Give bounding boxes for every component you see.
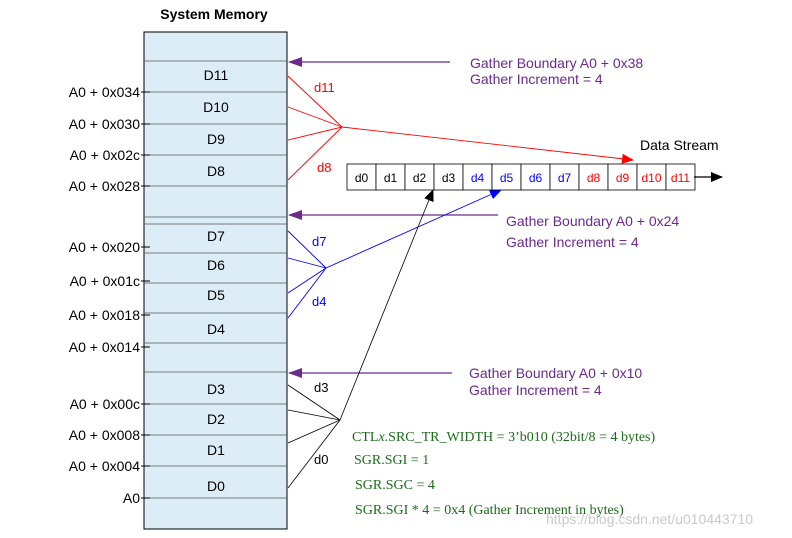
memory-cell-d0: D0: [207, 478, 225, 494]
address-label: A0 + 0x004: [69, 458, 140, 474]
address-label: A0 + 0x01c: [70, 273, 140, 289]
stream-cell-label: d6: [529, 171, 543, 185]
address-label: A0 + 0x02c: [70, 147, 140, 163]
gather-increment-label: Gather Increment = 4: [470, 71, 603, 87]
address-labels: A0 + 0x034 A0 + 0x030 A0 + 0x02c A0 + 0x028…: [69, 84, 150, 506]
data-stream-label: Data Stream: [640, 137, 719, 153]
gather-increment-label: Gather Increment = 4: [506, 234, 639, 250]
memory-cell-d4: D4: [207, 321, 225, 337]
gather-boundary-label: Gather Boundary A0 + 0x38: [470, 55, 643, 71]
register-notes: CTLx.SRC_TR_WIDTH = 3’b010 (32bit/8 = 4 …: [352, 430, 656, 518]
note-sgi: SGR.SGI = 1: [354, 453, 429, 468]
memory-cell-d7: D7: [207, 228, 225, 244]
gather-boundary-label: Gather Boundary A0 + 0x24: [506, 213, 679, 229]
address-label: A0: [123, 490, 140, 506]
memory-cell-d5: D5: [207, 287, 225, 303]
data-stream: d0 d1 d2 d3 d4 d5 d6 d7 d8 d9 d10 d11: [346, 163, 696, 191]
gather-boundary-1: Gather Boundary A0 + 0x38 Gather Increme…: [288, 55, 643, 87]
stream-cell-d10: [636, 163, 667, 191]
gather-increment-label: Gather Increment = 4: [469, 382, 602, 398]
memory-cell-d8: D8: [207, 163, 225, 179]
note-gather-increment: SGR.SGI * 4 = 0x4 (Gather Increment in b…: [355, 503, 624, 518]
watermark: https://blog.csdn.net/u010443710: [546, 511, 753, 527]
blue-gather-fan: [287, 189, 502, 319]
stream-cell-label: d7: [558, 171, 572, 185]
stream-cell-label: d0: [355, 171, 369, 185]
stream-cell-d6: [520, 163, 551, 191]
stream-cell-d0: [346, 163, 377, 191]
fan-label-d8: d8: [317, 160, 331, 175]
stream-cell-label: d10: [641, 171, 661, 185]
black-gather-fan: [287, 189, 434, 489]
gather-boundary-label: Gather Boundary A0 + 0x10: [469, 365, 642, 381]
memory-cell-d6: D6: [207, 257, 225, 273]
stream-cell-label: d1: [384, 171, 398, 185]
fan-label-d4: d4: [312, 294, 326, 309]
stream-cell-d11: [665, 163, 696, 191]
memory-cell-d2: D2: [207, 411, 225, 427]
address-label: A0 + 0x020: [69, 239, 140, 255]
fan-label-d3: d3: [314, 380, 328, 395]
memory-title: System Memory: [160, 6, 268, 22]
stream-cell-d9: [607, 163, 638, 191]
address-label: A0 + 0x028: [69, 178, 140, 194]
memory-cell-d9: D9: [207, 131, 225, 147]
gather-boundary-2: Gather Boundary A0 + 0x24 Gather Increme…: [288, 210, 679, 250]
stream-cell-d8: [578, 163, 609, 191]
gather-boundary-3: Gather Boundary A0 + 0x10 Gather Increme…: [288, 365, 642, 398]
stream-cell-label: d9: [616, 171, 630, 185]
memory-cell-d3: D3: [207, 381, 225, 397]
address-label: A0 + 0x008: [69, 427, 140, 443]
stream-cell-label: d5: [500, 171, 514, 185]
stream-cell-d2: [404, 163, 435, 191]
stream-cell-label: d8: [587, 171, 601, 185]
stream-cell-d5: [491, 163, 522, 191]
note-sgc: SGR.SGC = 4: [355, 478, 435, 493]
memory-cell-d11: D11: [204, 67, 229, 83]
address-label: A0 + 0x034: [69, 84, 140, 100]
fan-label-d0: d0: [314, 452, 328, 467]
address-label: A0 + 0x00c: [70, 396, 140, 412]
stream-cell-label: d3: [442, 171, 456, 185]
stream-cell-label: d11: [671, 171, 690, 185]
address-label: A0 + 0x030: [69, 116, 140, 132]
fan-label-d11: d11: [314, 80, 335, 95]
stream-cell-d3: [433, 163, 464, 191]
fan-label-d7: d7: [312, 234, 326, 249]
note-src-tr-width: CTLx.SRC_TR_WIDTH = 3’b010 (32bit/8 = 4 …: [352, 430, 656, 445]
address-label: A0 + 0x018: [69, 307, 140, 323]
red-gather-fan: [287, 75, 634, 181]
address-label: A0 + 0x014: [69, 339, 140, 355]
stream-cell-label: d4: [471, 171, 485, 185]
stream-cell-label: d2: [413, 171, 427, 185]
memory-cell-d1: D1: [207, 442, 225, 458]
memory-cell-d10: D10: [203, 99, 229, 115]
